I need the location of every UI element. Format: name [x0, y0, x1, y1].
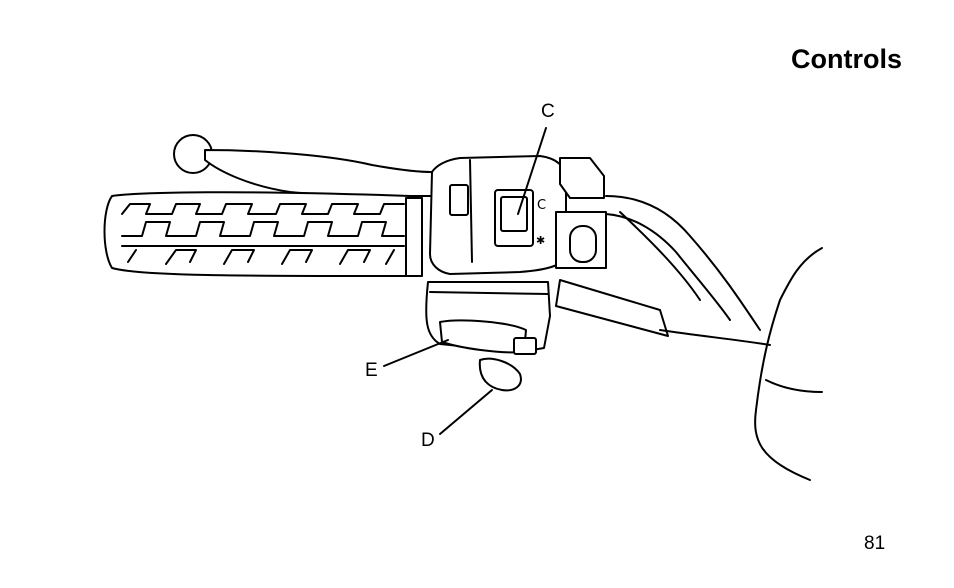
lever-bracket [556, 280, 668, 336]
callout-d-label: D [421, 430, 435, 452]
brake-lever-arm [205, 150, 432, 196]
switch-symbol-bottom-icon: ✱ [536, 234, 545, 247]
rocker-switch-face [501, 197, 527, 231]
lever-line [660, 330, 770, 345]
rider-sleeve [766, 380, 822, 392]
page-number: 81 [864, 533, 885, 555]
lock-tab [514, 338, 536, 354]
upper-right-block [560, 158, 604, 198]
callout-c-label: C [541, 101, 555, 123]
grip-collar [406, 198, 422, 276]
switch-symbol-top-icon: C [537, 198, 546, 213]
callout-e-leader [384, 340, 448, 366]
round-knob [570, 226, 596, 262]
side-button [450, 185, 468, 215]
callout-d-leader [440, 390, 492, 434]
callout-e-label: E [365, 360, 378, 382]
cable [620, 212, 700, 300]
thumb-lever [480, 359, 521, 391]
rider-arm [755, 248, 822, 480]
